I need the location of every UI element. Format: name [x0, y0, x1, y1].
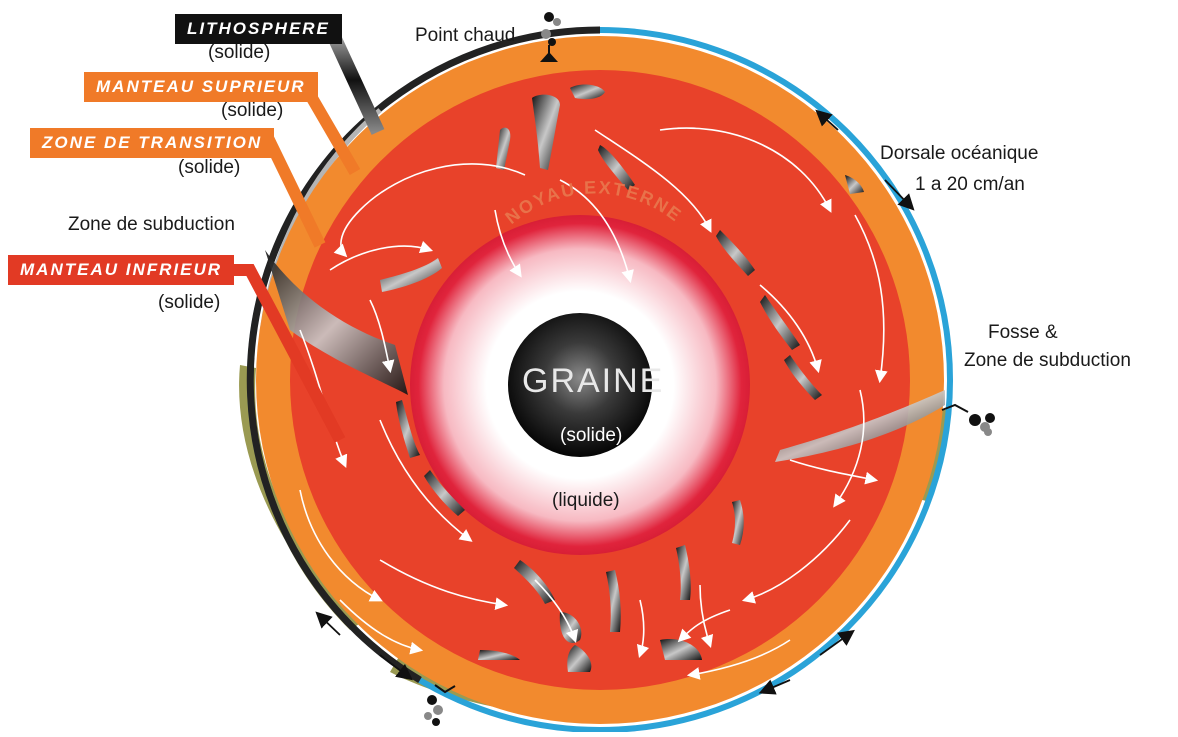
manteau-superieur-state: (solide)	[221, 100, 283, 122]
zone-transition-state: (solide)	[178, 157, 240, 179]
tag-manteau-superieur: MANTEAU SUPRIEUR	[84, 72, 318, 102]
tag-lithosphere: LITHOSPHERE	[175, 14, 342, 44]
zone-subduction-left: Zone de subduction	[68, 214, 235, 236]
dorsale-label: Dorsale océanique	[880, 143, 1038, 165]
fosse-line2: Zone de subduction	[964, 350, 1131, 372]
manteau-inferieur-state: (solide)	[158, 292, 220, 314]
tag-manteau-inferieur: MANTEAU INFRIEUR	[8, 255, 234, 285]
tag-zone-transition: ZONE DE TRANSITION	[30, 128, 274, 158]
dorsale-speed: 1 a 20 cm/an	[915, 174, 1025, 196]
noyau-externe-state: (liquide)	[552, 490, 620, 512]
graine-label: GRAINE	[522, 362, 664, 401]
fosse-line1: Fosse &	[988, 322, 1058, 344]
lithosphere-state: (solide)	[208, 42, 270, 64]
point-chaud-label: Point chaud	[415, 25, 515, 47]
graine-state: (solide)	[560, 425, 622, 447]
